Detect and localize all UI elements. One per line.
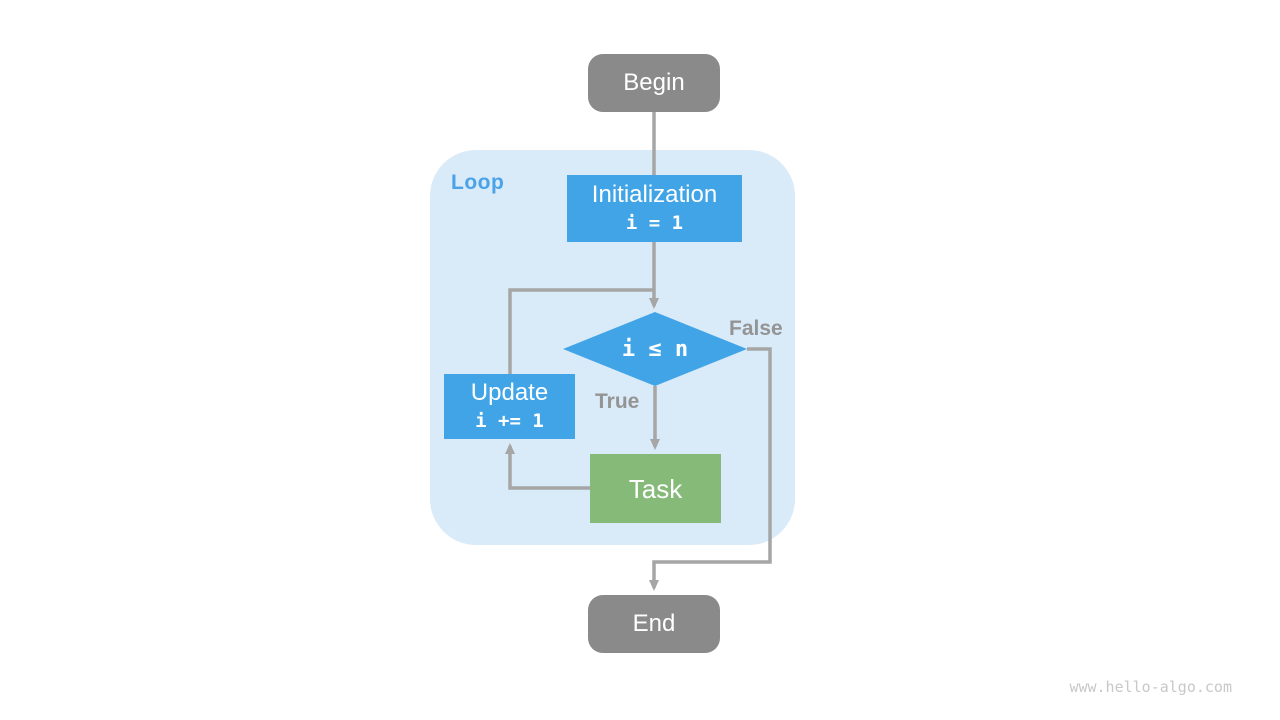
node-initialization-code: i = 1 — [625, 212, 684, 234]
watermark-url: www.hello-algo.com — [1069, 678, 1232, 696]
node-condition-label: i ≤ n — [621, 336, 689, 362]
node-end: End — [588, 595, 720, 653]
node-task-label: Task — [628, 473, 683, 504]
edge-label-false: False — [729, 317, 783, 340]
condition-diamond-shape — [563, 312, 747, 386]
node-initialization: Initialization i = 1 — [567, 175, 742, 242]
node-initialization-label: Initialization — [591, 181, 718, 208]
node-condition: i ≤ n — [563, 312, 747, 386]
node-begin: Begin — [588, 54, 720, 112]
loop-group-label: Loop — [451, 171, 505, 194]
node-task: Task — [590, 454, 721, 523]
edge-condition-to-end — [649, 347, 772, 591]
node-begin-label: Begin — [623, 69, 685, 96]
edge-update-loopback — [508, 288, 654, 374]
node-update-label: Update — [470, 379, 549, 406]
edge-task-to-update — [505, 443, 590, 490]
node-end-label: End — [632, 610, 676, 637]
node-update-code: i += 1 — [475, 410, 544, 432]
edge-label-true: True — [595, 390, 640, 413]
node-update: Update i += 1 — [444, 374, 575, 439]
